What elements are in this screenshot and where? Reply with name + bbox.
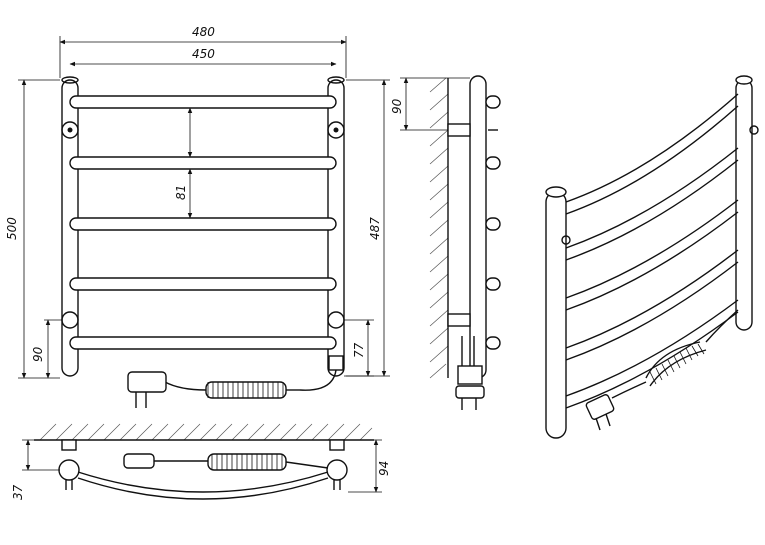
dim-depth-max: 94 bbox=[377, 461, 391, 476]
iso-plug-icon bbox=[585, 394, 615, 420]
electric-heater-cable-icon bbox=[127, 355, 344, 408]
front-view: 480 450 500 81 487 90 77 bbox=[5, 25, 390, 408]
iso-heater-cable-icon bbox=[585, 309, 739, 431]
dim-depth-min: 37 bbox=[11, 484, 25, 500]
dim-rail-spacing: 81 bbox=[174, 185, 188, 200]
side-view: 90 bbox=[390, 75, 501, 410]
side-plug-icon bbox=[455, 385, 485, 399]
dim-height-total: 500 bbox=[5, 217, 19, 240]
top-wall-hatch bbox=[39, 423, 373, 441]
dim-axis-width: 450 bbox=[192, 47, 215, 61]
iso-front-collector bbox=[545, 191, 567, 439]
dim-bottom-offset-right: 77 bbox=[352, 342, 366, 358]
wall-hatch bbox=[429, 77, 449, 379]
dim-axis-height: 487 bbox=[368, 217, 382, 240]
dim-side-top-offset: 90 bbox=[390, 98, 404, 114]
rail-stubs bbox=[485, 95, 501, 350]
isometric-view bbox=[545, 75, 759, 439]
horizontal-rails bbox=[69, 95, 337, 350]
plug-icon bbox=[127, 371, 167, 393]
iso-curved-rails bbox=[565, 93, 739, 409]
top-view: 37 94 bbox=[11, 423, 391, 500]
dim-overall-width: 480 bbox=[192, 25, 215, 39]
dim-bottom-offset-left: 90 bbox=[31, 346, 45, 362]
iso-back-collector bbox=[735, 79, 753, 331]
